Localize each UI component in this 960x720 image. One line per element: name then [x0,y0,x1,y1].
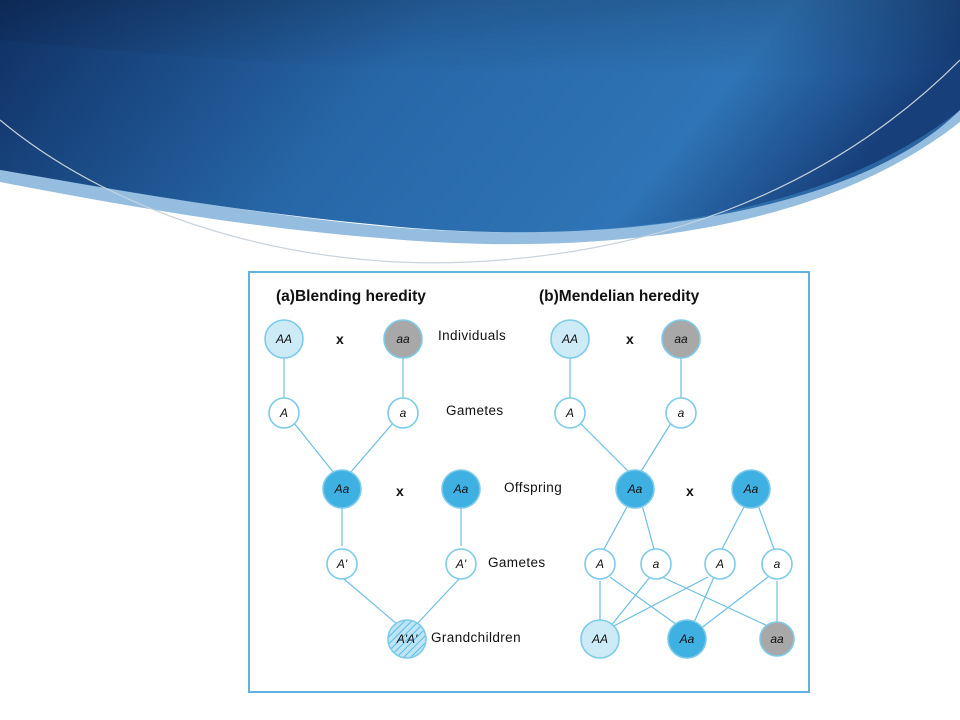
blending-edges [283,355,462,626]
mendelian-offspring-1-node: Aa [615,469,655,509]
genotype-label: A [279,406,288,420]
mendelian-grandchild-2-node: Aa [667,619,707,659]
mendelian-gamete-1-node: A [554,397,586,429]
genotype-label: A' [455,557,467,571]
header-highlight-band [0,110,960,245]
genotype-label: a [400,406,407,420]
row-label-offspring: Offspring [504,480,562,495]
blending-gamete-2-node: a [387,397,419,429]
blending-gamete-3-node: A' [326,548,358,580]
mendelian-edges [569,355,778,630]
genotype-label: A'A' [396,632,418,646]
header-swoosh-line [0,59,960,264]
genotype-label: Aa [679,632,695,646]
mendelian-gamete-5-node: A [704,548,736,580]
blending-gamete-4-node: A' [445,548,477,580]
genotype-label: A [715,557,724,571]
genotype-label: AA [591,632,608,646]
blending-offspring-1-node: Aa [322,469,362,509]
blending-parent-2-node: aa [383,319,423,359]
cross-symbol-blending-offspring: x [396,483,404,499]
genotype-label: a [653,557,660,571]
genotype-label: Aa [627,482,643,496]
mendelian-offspring-2-node: Aa [731,469,771,509]
mendelian-gamete-3-node: A [584,548,616,580]
genotype-label: A [565,406,574,420]
mendelian-heredity-title: (b)Mendelian heredity [539,288,700,305]
cross-symbol-mendelian-offspring: x [686,483,694,499]
genotype-label: aa [396,332,410,346]
mendelian-grandchild-3-node: aa [759,621,795,657]
blending-offspring-2-node: Aa [441,469,481,509]
mendelian-gamete-4-node: a [640,548,672,580]
genotype-label: A' [336,557,348,571]
mendelian-parent-2-node: aa [661,319,701,359]
blending-gamete-1-node: A [268,397,300,429]
slide-header-background [0,0,960,264]
blending-heredity-title: (a)Blending heredity [276,288,426,305]
cross-symbol-blending-parents: x [336,331,344,347]
blending-grandchild-node: A'A' [387,619,427,659]
genotype-label: aa [674,332,688,346]
genotype-label: a [774,557,781,571]
row-label-grandchildren: Grandchildren [431,630,521,645]
mendelian-gamete-2-node: a [665,397,697,429]
heredity-figure: (a)Blending heredity (b)Mendelian heredi… [248,271,810,693]
cross-symbol-mendelian-parents: x [626,331,634,347]
genotype-label: Aa [334,482,350,496]
row-label-gametes-1: Gametes [446,403,504,418]
mendelian-parent-1-node: AA [550,319,590,359]
genotype-label: a [678,406,685,420]
mendelian-gamete-6-node: a [761,548,793,580]
mendelian-grandchild-1-node: AA [580,619,620,659]
genotype-label: A [595,557,604,571]
row-label-individuals: Individuals [438,328,506,343]
blending-parent-1-node: AA [264,319,304,359]
header-shade [0,0,960,75]
genotype-label: aa [770,632,784,646]
genotype-label: AA [561,332,578,346]
genotype-label: Aa [453,482,469,496]
genotype-label: Aa [743,482,759,496]
genotype-label: AA [275,332,292,346]
row-label-gametes-2: Gametes [488,555,546,570]
